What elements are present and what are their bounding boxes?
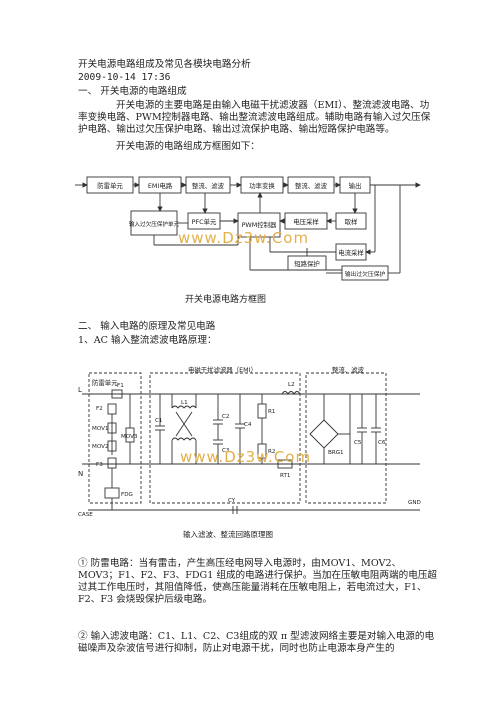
doc-date: 2009-10-14 17:36 <box>78 72 171 83</box>
block-power-label: 功率变换 <box>249 181 275 190</box>
block-pfc-label: PFC单元 <box>192 217 217 226</box>
block-pwm-label: PWM控制器 <box>242 220 277 229</box>
circuit-case-label: CASE <box>78 512 93 518</box>
circuit-R1: R1 <box>268 409 276 415</box>
block-lightning-label: 防雷单元 <box>97 181 123 190</box>
section1-diagram-intro: 开关电源的电路组成方框图如下： <box>116 141 260 152</box>
circuit-lightning-label: 防雷单元 <box>92 378 118 387</box>
item2-paragraph: ② 输入滤波电路：C1、L1、C2、C3组成的双 π 型滤波网络主要是对输入电源… <box>78 631 435 654</box>
circuit-L-label: L <box>78 386 82 394</box>
block-rect-label: 整流、滤波 <box>192 181 225 190</box>
block-short-protect-label: 短路保护 <box>294 259 320 268</box>
circuit-C3: C3 <box>222 448 230 454</box>
circuit-emi-label: 电磁干扰滤波器（EMI） <box>188 365 257 374</box>
block-output-label: 输出 <box>349 181 362 190</box>
block-out-rect-label: 整流、滤波 <box>295 181 328 190</box>
circuit-L2: L2 <box>288 382 295 388</box>
circuit-N-label: N <box>78 470 83 478</box>
block-pwm <box>237 212 281 238</box>
circuit-MOV1: MOV1 <box>92 426 109 432</box>
circuit-rect-label: 整流、滤波 <box>332 365 365 374</box>
circuit-watermark: www.Dz3w.Com <box>180 448 311 466</box>
diagram-watermark: www.Dz3w.Com <box>178 229 309 247</box>
circuit-C2: C2 <box>222 414 229 420</box>
circuit-F1: F1 <box>117 383 124 389</box>
section2-subheading: 1、AC 输入整流滤波电路原理： <box>78 335 217 346</box>
section2-heading: 二、 输入电路的原理及常见电路 <box>78 321 216 332</box>
block-emi-label: EMI电路 <box>148 181 173 190</box>
circuit-F3: F3 <box>96 462 103 468</box>
block-diagram: 防雷单元 EMI电路 整流、滤波 功率变换 整流、滤波 输出 输入过欠压保护单元… <box>75 176 421 281</box>
circuit-C1: C1 <box>155 418 163 424</box>
circuit-L1: L1 <box>181 400 188 406</box>
block-sample-label: 取样 <box>345 217 358 226</box>
circuit-MOV2: MOV2 <box>92 444 109 450</box>
item1-paragraph: ① 防雷电路：当有雷击，产生高压经电网导入电源时，由MOV1、MOV2、MOV3… <box>78 558 438 605</box>
circuit-MOV3: MOV3 <box>121 434 138 440</box>
circuit-FDG: FDG <box>121 492 133 498</box>
section1-paragraph: 开关电源的主要电路是由输入电磁干扰滤波器（EMI）、整流滤波电路、功率变换电路、… <box>78 100 431 135</box>
circuit-caption: 输入滤波、整流回路原理图 <box>183 530 273 539</box>
circuit-C6: C6 <box>378 440 386 446</box>
circuit-C5: C5 <box>354 440 362 446</box>
circuit-gnd-label: GND <box>408 500 421 506</box>
block-ovuv-in-label: 输入过欠压保护单元 <box>129 220 180 228</box>
doc-title: 开关电源电路组成及常见各模块电路分析 <box>78 59 251 70</box>
block-diagram-caption: 开关电源电路方框图 <box>185 295 267 305</box>
circuit-R2: R2 <box>268 449 275 455</box>
block-voltage-sample-label: 电压采样 <box>293 217 319 226</box>
circuit-F2: F2 <box>96 406 103 412</box>
circuit-BRG1: BRG1 <box>328 450 344 456</box>
circuit-C4: C4 <box>244 422 252 428</box>
section1-heading: 一、 开关电源的电路组成 <box>78 86 187 97</box>
circuit-CY: CY <box>228 498 236 504</box>
circuit-RT1: RT1 <box>280 473 291 479</box>
block-ovuv-out-label: 输出过欠压保护 <box>345 270 386 278</box>
block-current-sample-label: 电流采样 <box>338 248 364 257</box>
circuit-schematic: 防雷单元 电磁干扰滤波器（EMI） 整流、滤波 L N CASE GND F1 … <box>78 365 421 518</box>
